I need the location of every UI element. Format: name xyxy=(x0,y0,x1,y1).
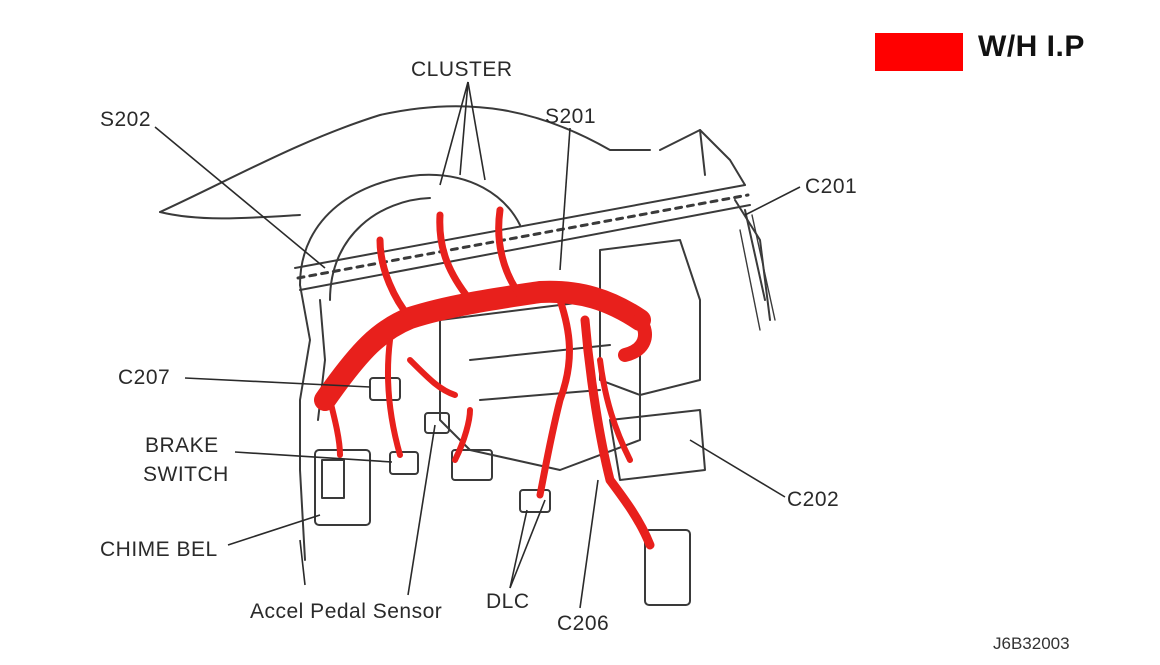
label-accel-pedal-sensor: Accel Pedal Sensor xyxy=(250,600,443,623)
cluster-hood-outline xyxy=(299,173,521,286)
c206-connector xyxy=(644,529,691,606)
leader-lines xyxy=(154,81,801,609)
ip-wiring-harness xyxy=(314,206,655,550)
right-module xyxy=(599,239,701,396)
label-c201: C201 xyxy=(805,175,858,198)
center-support xyxy=(439,299,641,471)
label-brake-switch-line2: SWITCH xyxy=(143,463,229,486)
label-s202: S202 xyxy=(100,108,152,131)
figure-code: J6B32003 xyxy=(993,634,1070,653)
label-cluster: CLUSTER xyxy=(411,58,513,81)
windshield-outline xyxy=(159,105,651,213)
label-s201: S201 xyxy=(545,105,597,128)
legend-label: W/H I.P xyxy=(978,30,1085,63)
label-c202: C202 xyxy=(787,488,840,511)
label-brake-switch-line1: BRAKE xyxy=(145,434,219,457)
dash-top-rail xyxy=(294,184,746,269)
label-c207: C207 xyxy=(118,366,171,389)
red-color-swatch xyxy=(875,33,963,71)
left-frame xyxy=(299,284,311,561)
chime-bell-box xyxy=(314,449,371,526)
label-chime-bel: CHIME BEL xyxy=(100,538,218,561)
label-c206: C206 xyxy=(557,612,610,635)
label-dlc: DLC xyxy=(486,590,530,613)
